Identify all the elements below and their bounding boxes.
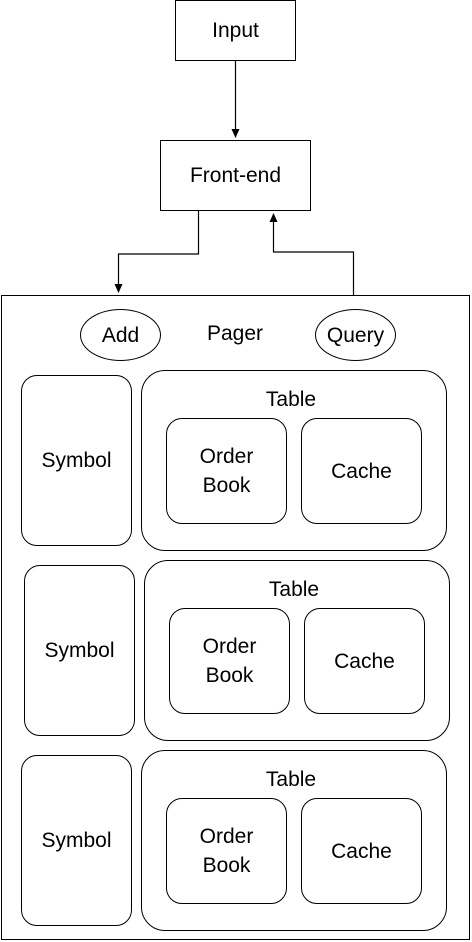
table-label: Table — [265, 768, 317, 791]
query-node: Query — [315, 309, 396, 361]
order-book-node: Order Book — [169, 608, 290, 714]
symbol-node: Symbol — [21, 755, 132, 926]
cache-node: Cache — [301, 798, 422, 904]
input-node: Input — [175, 0, 296, 61]
edge-pager-to-frontend — [269, 213, 355, 295]
symbol-node: Symbol — [21, 375, 132, 546]
cache-node: Cache — [304, 608, 425, 714]
add-node: Add — [80, 309, 161, 361]
table-label: Table — [265, 388, 317, 411]
symbol-node: Symbol — [24, 565, 135, 736]
pager-label: Pager — [206, 322, 264, 345]
table-label: Table — [268, 578, 320, 601]
order-book-node: Order Book — [166, 418, 287, 524]
cache-node: Cache — [301, 418, 422, 524]
order-book-node: Order Book — [166, 798, 287, 904]
frontend-node: Front-end — [160, 140, 311, 211]
edge-frontend-to-pager — [114, 211, 200, 293]
